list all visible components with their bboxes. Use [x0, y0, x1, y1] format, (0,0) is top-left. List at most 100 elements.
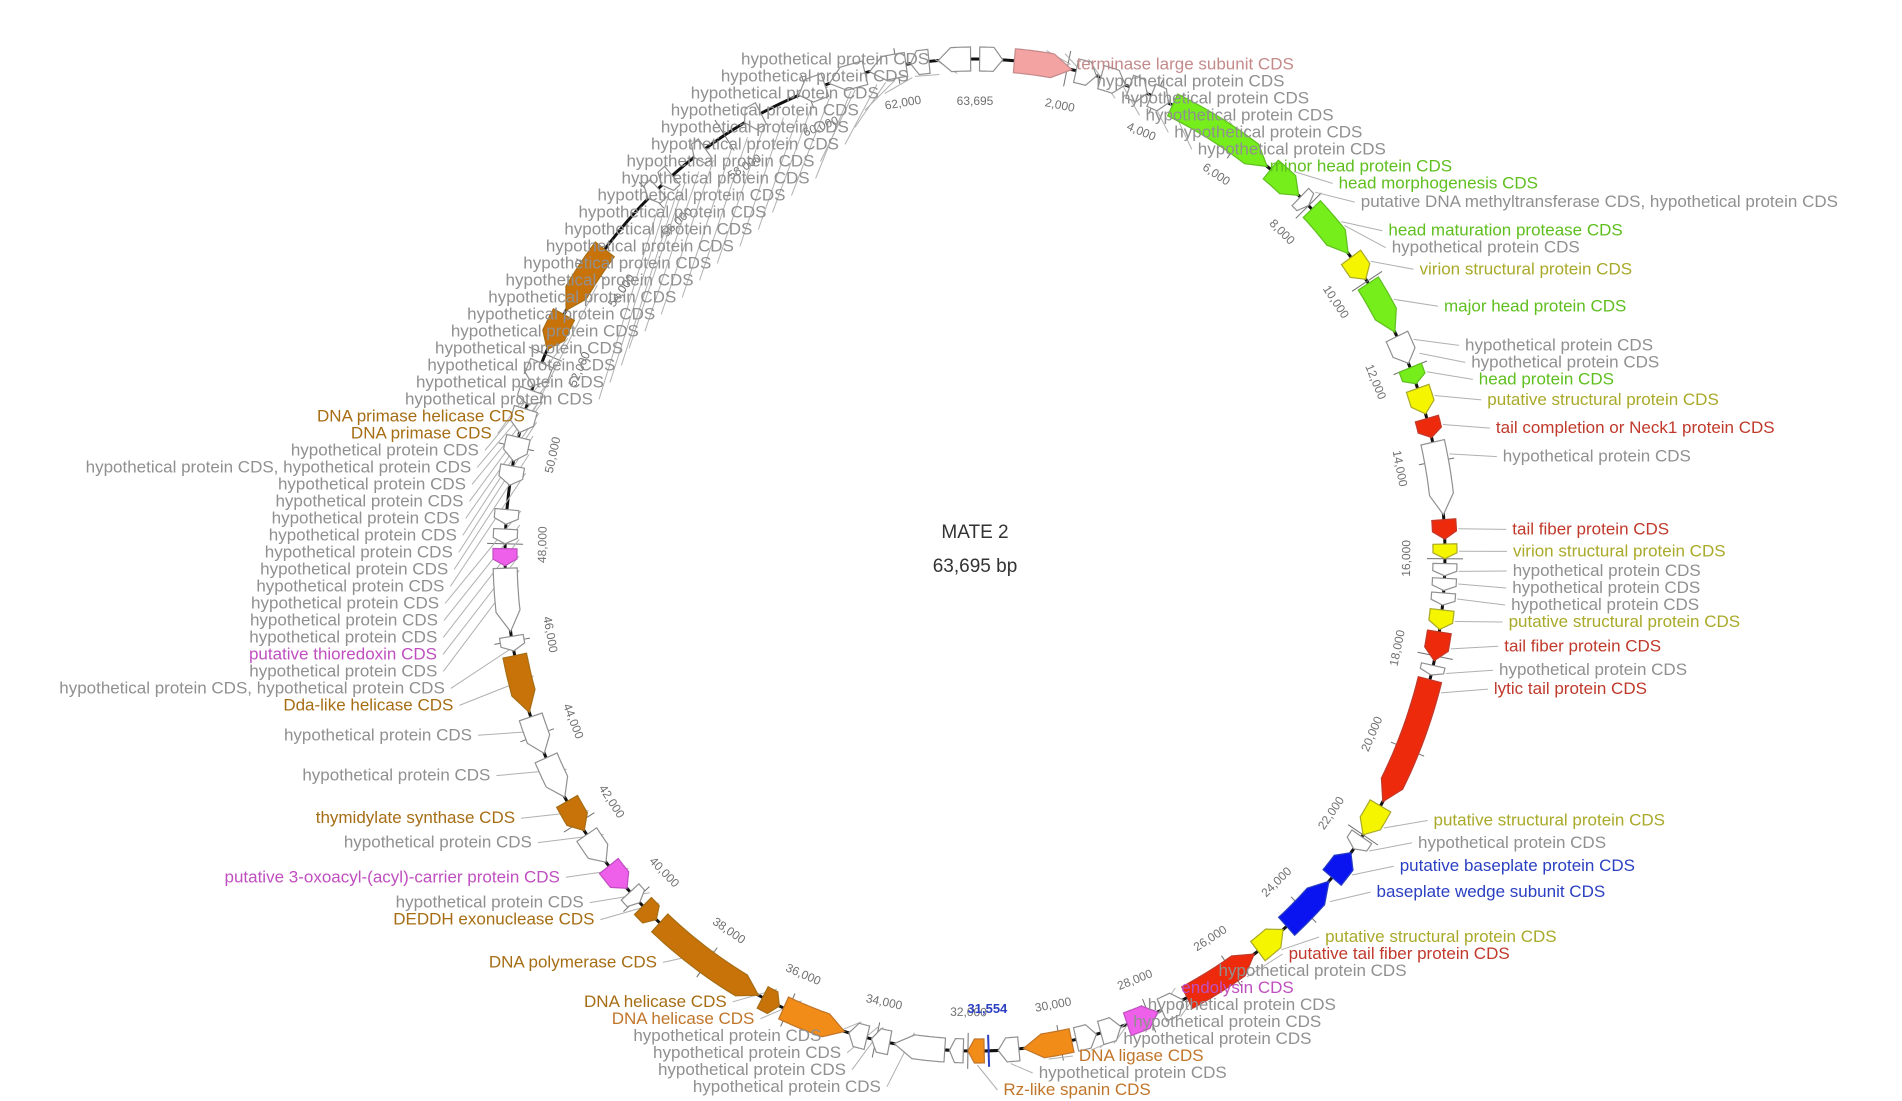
feature-label[interactable]: putative structural protein CDS	[1325, 927, 1557, 946]
feature-label[interactable]: hypothetical protein CDS	[344, 833, 532, 852]
feature-label[interactable]: hypothetical protein CDS	[260, 559, 448, 578]
cds-head-arrow[interactable]	[1357, 276, 1397, 334]
feature-label[interactable]: hypothetical protein CDS	[256, 576, 444, 595]
cds-hypothetical-arrow[interactable]	[870, 1028, 893, 1056]
feature-label[interactable]: hypothetical protein CDS, hypothetical p…	[86, 457, 472, 476]
cds-hypothetical-arrow[interactable]	[743, 101, 768, 131]
cds-hypothetical-arrow[interactable]	[909, 48, 931, 76]
feature-label[interactable]: hypothetical protein CDS	[741, 49, 929, 68]
cds-head-arrow[interactable]	[1398, 362, 1426, 385]
feature-label[interactable]: hypothetical protein CDS	[1121, 88, 1309, 107]
feature-label[interactable]: putative structural protein CDS	[1434, 811, 1666, 830]
feature-label[interactable]: tail fiber protein CDS	[1512, 519, 1669, 538]
feature-label[interactable]: hypothetical protein CDS	[693, 1077, 881, 1096]
feature-label[interactable]: head protein CDS	[1479, 369, 1614, 388]
cds-dna-arrow[interactable]	[555, 794, 588, 832]
feature-label[interactable]: DNA primase helicase CDS	[317, 406, 525, 425]
cds-hypothetical-arrow[interactable]	[1096, 1017, 1122, 1046]
cds-hypothetical-arrow[interactable]	[798, 72, 830, 103]
feature-label[interactable]: hypothetical protein CDS	[435, 338, 623, 357]
cds-hypothetical-arrow[interactable]	[534, 752, 569, 799]
feature-label[interactable]: putative tail fiber protein CDS	[1289, 944, 1510, 963]
cds-baseplate-arrow[interactable]	[1322, 852, 1354, 887]
feature-label[interactable]: baseplate wedge subunit CDS	[1377, 882, 1606, 901]
cds-hypothetical-arrow[interactable]	[492, 567, 521, 633]
cds-hypothetical-arrow[interactable]	[1346, 829, 1373, 852]
cds-pink-arrow[interactable]	[492, 547, 518, 567]
feature-label[interactable]: hypothetical protein CDS	[1512, 578, 1700, 597]
cds-tail-arrow[interactable]	[1180, 953, 1256, 1010]
feature-label[interactable]: putative thioredoxin CDS	[249, 644, 437, 663]
cds-structural-arrow[interactable]	[1359, 798, 1392, 836]
feature-label[interactable]: hypothetical protein CDS	[691, 83, 879, 102]
cds-hypothetical-arrow[interactable]	[1096, 64, 1127, 94]
feature-label[interactable]: hypothetical protein CDS	[651, 134, 839, 153]
feature-label[interactable]: hypothetical protein CDS	[275, 491, 463, 510]
feature-label[interactable]: virion structural protein CDS	[1420, 259, 1633, 278]
cds-tail-arrow[interactable]	[1424, 629, 1452, 662]
feature-label[interactable]: DNA helicase CDS	[584, 992, 727, 1011]
cds-dna-arrow[interactable]	[650, 913, 760, 997]
feature-label[interactable]: hypothetical protein CDS	[622, 168, 810, 187]
cds-hypothetical-arrow[interactable]	[1385, 330, 1416, 365]
feature-label[interactable]: DEDDH exonuclease CDS	[393, 910, 594, 929]
feature-label[interactable]: hypothetical protein CDS	[416, 372, 604, 391]
feature-label[interactable]: hypothetical protein CDS	[488, 287, 676, 306]
feature-label[interactable]: hypothetical protein CDS	[653, 1043, 841, 1062]
cds-hypothetical-arrow[interactable]	[1291, 187, 1315, 212]
feature-label[interactable]: hypothetical protein CDS	[671, 100, 859, 119]
cds-hypothetical-arrow[interactable]	[1430, 591, 1457, 606]
cds-hypothetical-arrow[interactable]	[1420, 438, 1455, 516]
feature-label[interactable]: endolysin CDS	[1181, 978, 1293, 997]
feature-label[interactable]: hypothetical protein CDS	[1418, 833, 1606, 852]
cds-hypothetical-arrow[interactable]	[620, 882, 646, 908]
feature-label[interactable]: hypothetical protein CDS	[1146, 105, 1334, 124]
cds-terminase-arrow[interactable]	[1012, 48, 1073, 79]
feature-label[interactable]: thymidylate synthase CDS	[316, 808, 515, 827]
cds-hypothetical-arrow[interactable]	[1156, 992, 1184, 1022]
feature-label[interactable]: minor head protein CDS	[1270, 156, 1452, 175]
cds-tail-arrow[interactable]	[1414, 414, 1443, 439]
feature-label[interactable]: putative structural protein CDS	[1509, 612, 1741, 631]
cds-head-arrow[interactable]	[1302, 199, 1349, 255]
cds-hypothetical-arrow[interactable]	[690, 137, 714, 165]
cds-hypothetical-arrow[interactable]	[1431, 577, 1458, 592]
cds-hypothetical-arrow[interactable]	[518, 712, 551, 755]
feature-label[interactable]: hypothetical protein CDS	[1148, 995, 1336, 1014]
feature-label[interactable]: hypothetical protein CDS	[1513, 561, 1701, 580]
cds-hypothetical-arrow[interactable]	[848, 1022, 871, 1051]
feature-label[interactable]: terminase large subunit CDS	[1077, 54, 1294, 73]
feature-label[interactable]: hypothetical protein CDS	[1039, 1063, 1227, 1082]
cds-hypothetical-arrow[interactable]	[657, 165, 681, 192]
feature-label[interactable]: putative DNA methyltransferase CDS, hypo…	[1361, 192, 1838, 211]
cds-hypothetical-arrow[interactable]	[893, 1034, 947, 1063]
cds-pink-arrow[interactable]	[1122, 1005, 1159, 1037]
feature-label[interactable]: hypothetical protein CDS	[291, 440, 479, 459]
cds-hypothetical-arrow[interactable]	[576, 826, 609, 863]
feature-label[interactable]: hypothetical protein CDS	[1392, 238, 1580, 257]
feature-label[interactable]: hypothetical protein CDS	[597, 185, 785, 204]
feature-label[interactable]: hypothetical protein CDS	[278, 474, 466, 493]
feature-label[interactable]: head maturation protease CDS	[1388, 221, 1622, 240]
feature-label[interactable]: hypothetical protein CDS	[578, 202, 766, 221]
feature-label[interactable]: hypothetical protein CDS, hypothetical p…	[59, 678, 445, 697]
feature-label[interactable]: hypothetical protein CDS	[251, 593, 439, 612]
cds-dna-arrow[interactable]	[565, 241, 616, 312]
cds-pink-arrow[interactable]	[598, 857, 630, 889]
feature-label[interactable]: head morphogenesis CDS	[1339, 173, 1538, 192]
feature-label[interactable]: hypothetical protein CDS	[250, 610, 438, 629]
feature-label[interactable]: hypothetical protein CDS	[396, 893, 584, 912]
feature-label[interactable]: DNA primase CDS	[351, 423, 492, 442]
feature-label[interactable]: hypothetical protein CDS	[249, 627, 437, 646]
feature-label[interactable]: hypothetical protein CDS	[546, 236, 734, 255]
feature-label[interactable]: hypothetical protein CDS	[658, 1060, 846, 1079]
cds-baseplate-arrow[interactable]	[1277, 880, 1330, 937]
feature-label[interactable]: hypothetical protein CDS	[1465, 335, 1653, 354]
feature-label[interactable]: putative structural protein CDS	[1487, 390, 1719, 409]
cds-hypothetical-arrow[interactable]	[502, 433, 531, 462]
feature-label[interactable]: hypothetical protein CDS	[1471, 352, 1659, 371]
cds-hypothetical-arrow[interactable]	[948, 1038, 965, 1064]
feature-label[interactable]: major head protein CDS	[1444, 296, 1626, 315]
feature-label[interactable]: hypothetical protein CDS	[1511, 595, 1699, 614]
feature-label[interactable]: hypothetical protein CDS	[405, 389, 593, 408]
